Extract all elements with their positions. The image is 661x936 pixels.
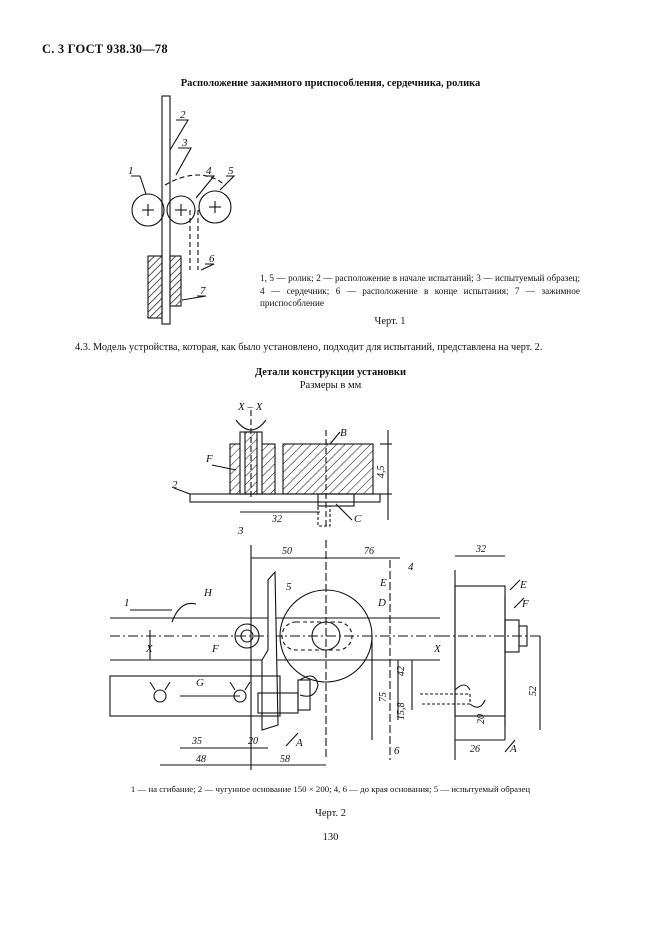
- dim: 76: [364, 546, 374, 557]
- fig1-label: 4: [206, 165, 212, 177]
- fig2-letter: H: [203, 587, 213, 599]
- fig2-letter: F: [205, 453, 213, 465]
- fig2-letter: F: [521, 598, 529, 610]
- fig2-letter: E: [379, 577, 387, 589]
- figure2-caption: Черт. 2: [315, 808, 346, 819]
- figure1-legend: 1, 5 — ролик; 2 — расположение в начале …: [260, 273, 580, 308]
- figure2-title: Детали конструкции установки: [254, 367, 407, 378]
- dim: 48: [196, 754, 206, 765]
- dim: 4,5: [376, 466, 387, 479]
- fig2-letter: F: [211, 643, 219, 655]
- fig2-number: 2: [172, 479, 178, 491]
- fig2-letter: A: [295, 737, 303, 749]
- fig1-label: 2: [180, 109, 186, 121]
- fig2-number: 6: [394, 745, 400, 757]
- dim: 42: [396, 666, 407, 676]
- dim: 58: [280, 754, 290, 765]
- fig2-letter: G: [196, 677, 204, 689]
- page-number: 130: [322, 832, 339, 843]
- x-marker: X: [433, 643, 442, 655]
- dim: 75: [378, 692, 389, 702]
- fig1-label: 6: [209, 253, 215, 265]
- dim: 32: [475, 544, 486, 555]
- fig2-number: 1: [124, 597, 130, 609]
- dim: 32: [271, 514, 282, 525]
- fig1-label: 1: [128, 165, 134, 177]
- dim: 20: [248, 736, 258, 747]
- fig1-label: 5: [228, 165, 234, 177]
- figure2-labels: X – X B F C E D H F G A E F A 2 3 4 1 5 …: [124, 401, 529, 757]
- figure1-title: Расположение зажимного приспособления, с…: [180, 78, 481, 89]
- dim: 50: [282, 546, 292, 557]
- figure2-subtitle: Размеры в мм: [299, 380, 362, 391]
- fig2-letter: C: [354, 513, 362, 525]
- fig2-letter: E: [519, 579, 527, 591]
- section-label: X – X: [237, 401, 264, 413]
- fig2-letter: A: [509, 743, 517, 755]
- dim: 35: [191, 736, 202, 747]
- figure2-dimensions: 4,5 32 50 76 32 42 75 15,8 20 52 35 20 4…: [191, 466, 539, 766]
- fig2-number: 5: [286, 581, 292, 593]
- figure1-caption: Черт. 1: [374, 316, 406, 327]
- figure2-legend: 1 — на сгибание; 2 — чугунное основание …: [130, 784, 531, 794]
- dim: 52: [528, 686, 539, 696]
- dim: 15,8: [396, 703, 407, 721]
- fig2-number: 4: [408, 561, 414, 573]
- x-marker: X: [145, 643, 154, 655]
- fig2-letter: B: [340, 427, 347, 439]
- fig2-number: 3: [237, 525, 244, 537]
- dim: 26: [470, 744, 480, 755]
- fig1-label: 3: [181, 137, 188, 149]
- dim: 20: [476, 714, 487, 724]
- page-header: С. 3 ГОСТ 938.30—78: [42, 42, 168, 56]
- fig2-letter: D: [377, 597, 386, 609]
- fig1-label: 7: [200, 285, 206, 297]
- figure1-labels: 1 2 3 4 5 6 7: [128, 109, 234, 297]
- paragraph-4-3: 4.3. Модель устройства, которая, как был…: [75, 342, 543, 353]
